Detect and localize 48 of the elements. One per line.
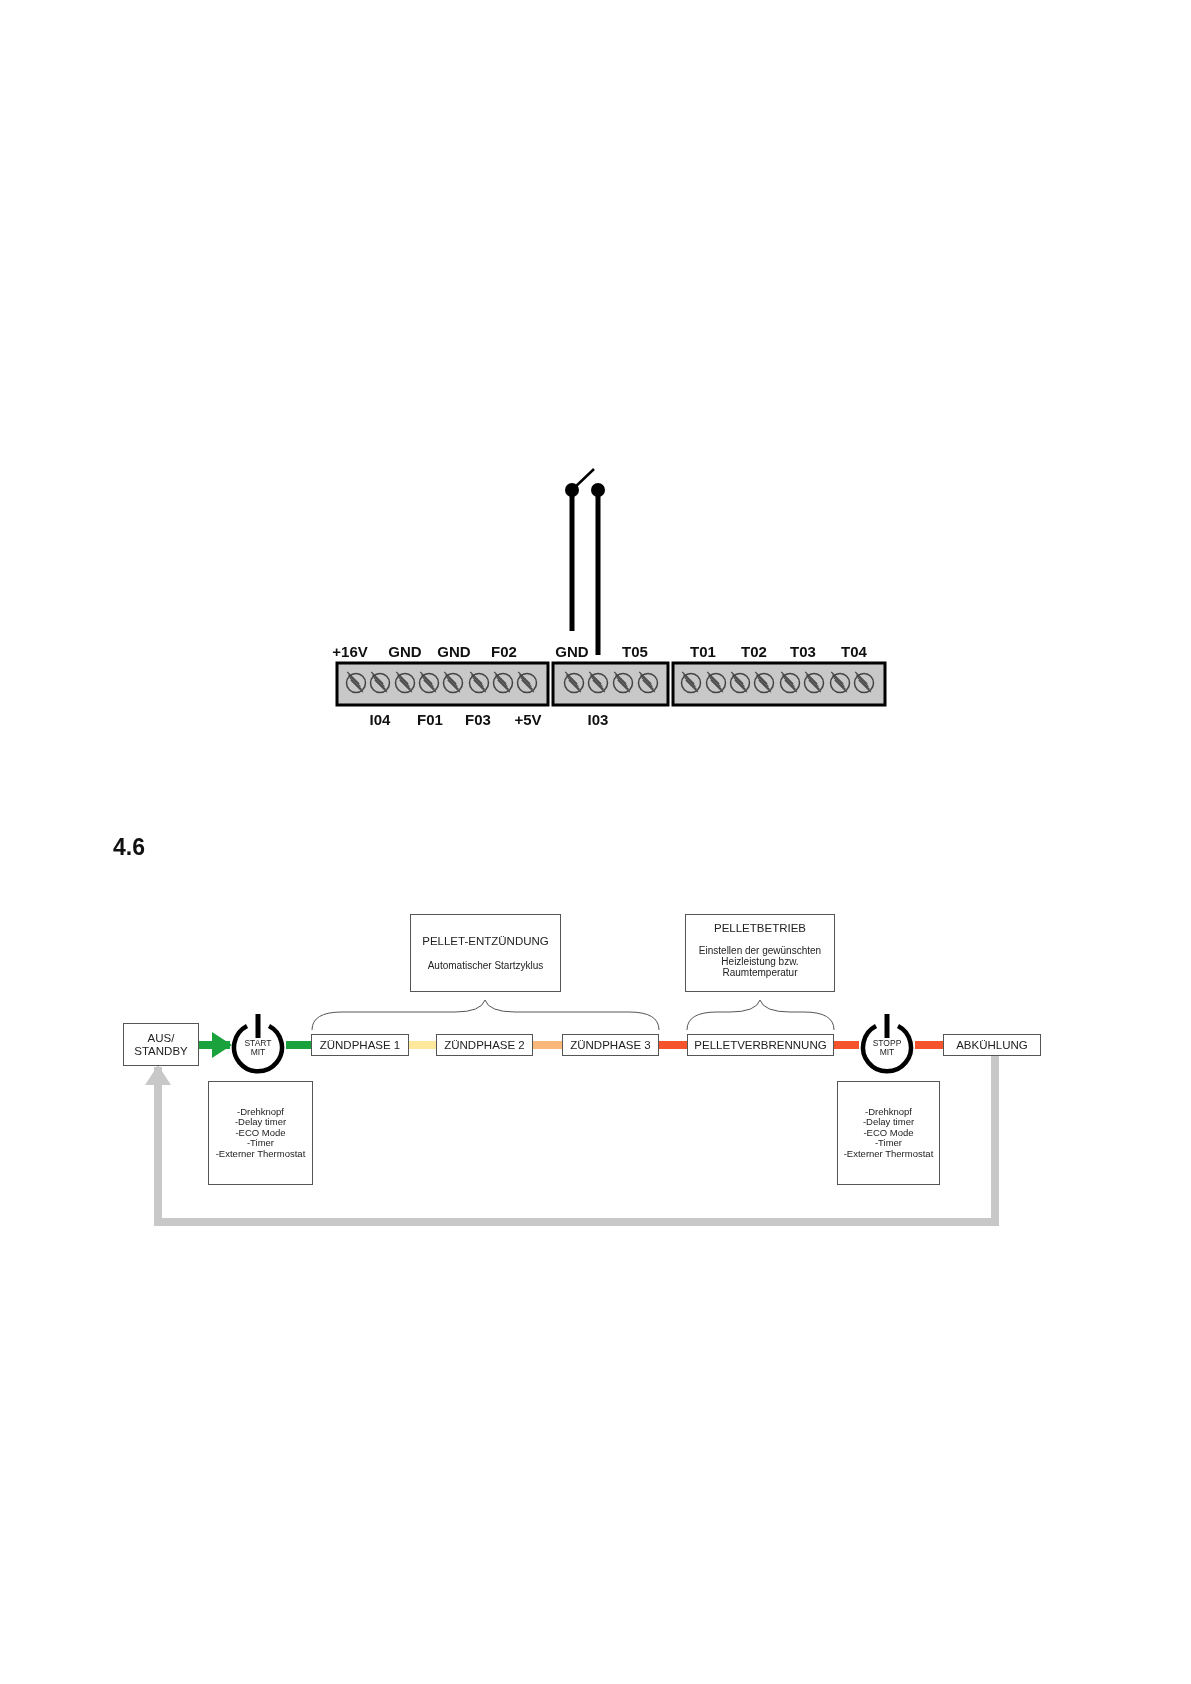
- box-label: ZÜNDPHASE 2: [444, 1038, 525, 1052]
- pin-label: F02: [491, 642, 517, 660]
- pin-label: +16V: [332, 642, 368, 660]
- option-list-box: [208, 1081, 313, 1185]
- process-box: [687, 1034, 834, 1056]
- box-heading: PELLET-ENTZÜNDUNG: [422, 935, 549, 948]
- list-item: -Timer: [874, 1138, 903, 1149]
- box-label: AUS/ STANDBY: [133, 1031, 189, 1058]
- pin-label: I04: [369, 710, 391, 728]
- pin-label: +5V: [514, 710, 542, 728]
- box-label: ABKÜHLUNG: [956, 1038, 1028, 1052]
- box-label: ZÜNDPHASE 3: [570, 1038, 651, 1052]
- box-description: Einstellen der gewünschten Heizleistung bzw. Raumtemperatur: [697, 944, 823, 978]
- list-item: -ECO Mode: [863, 1127, 914, 1139]
- list-item: -Delay timer: [234, 1117, 287, 1128]
- process-box: [943, 1034, 1041, 1056]
- list-item: -Drehknopf: [237, 1106, 284, 1118]
- list-item: -Drehknopf: [865, 1106, 912, 1118]
- process-box: [436, 1034, 533, 1056]
- pin-label: F01: [417, 710, 443, 728]
- pin-label: GND: [555, 642, 589, 660]
- pin-label: GND: [437, 642, 471, 660]
- process-box: [311, 1034, 409, 1056]
- pin-label: T01: [690, 642, 716, 660]
- list-item: -Externer Thermostat: [215, 1148, 306, 1160]
- pin-label: T04: [841, 642, 867, 660]
- list-item: -Timer: [246, 1138, 275, 1149]
- process-box: [562, 1034, 659, 1056]
- flow-arrow: [199, 1032, 232, 1058]
- pin-label: I03: [587, 710, 609, 728]
- phase-description-box: [410, 914, 561, 992]
- section-number: 4.6: [113, 834, 145, 861]
- pin-label: T03: [790, 642, 816, 660]
- pin-label: T02: [741, 642, 767, 660]
- pin-label: T05: [622, 642, 648, 660]
- box-label: PELLETVERBRENNUNG: [694, 1038, 827, 1052]
- box-label: ZÜNDPHASE 1: [319, 1038, 401, 1052]
- flow-arrow: [145, 1056, 999, 1226]
- list-item: -Externer Thermostat: [843, 1148, 934, 1160]
- option-list-box: [837, 1081, 940, 1185]
- box-heading: PELLETBETRIEB: [713, 922, 806, 935]
- pin-label: GND: [388, 642, 422, 660]
- pin-label: F03: [465, 710, 491, 728]
- process-box: [123, 1023, 199, 1066]
- list-item: -Delay timer: [862, 1117, 915, 1128]
- box-description: Automatischer Startzyklus: [427, 959, 544, 971]
- phase-description-box: [685, 914, 835, 992]
- list-item: -ECO Mode: [235, 1127, 286, 1139]
